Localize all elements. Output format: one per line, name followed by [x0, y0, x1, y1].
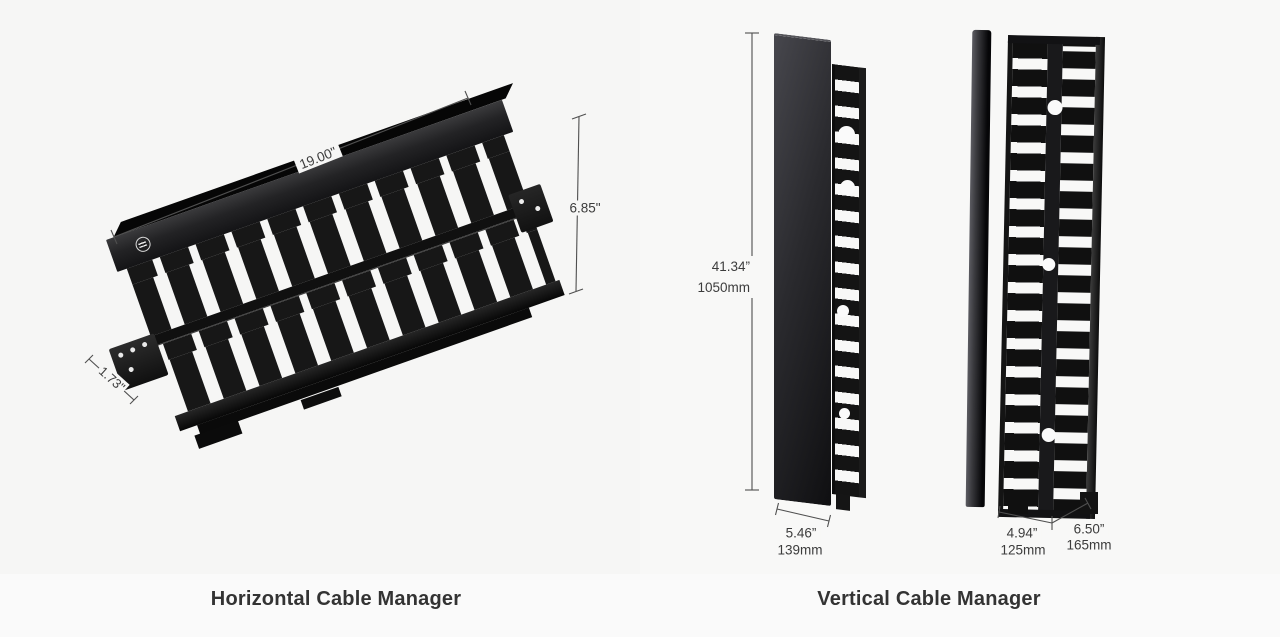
mounting-hole: [129, 346, 136, 354]
bottom-tab: [836, 493, 850, 511]
mounting-hole: [518, 198, 525, 205]
dim-label-duct-width-mm: 125mm: [996, 542, 1050, 558]
dim-label-depth-mm: 165mm: [1062, 537, 1116, 553]
mounting-hole: [117, 351, 124, 359]
mounting-hole: [141, 341, 148, 348]
dim-vertical-height-inches: 41.34”: [711, 259, 750, 274]
horizontal-cable-manager-image: [105, 83, 565, 449]
vertical-cable-manager-caption: Vertical Cable Manager: [817, 588, 1041, 610]
dim-label-height: 6.85": [565, 200, 605, 216]
fs-logo-icon: [133, 234, 153, 254]
dim-vertical-height-mm: 1050mm: [697, 280, 750, 295]
dim-label-depth-inches: 6.50”: [1069, 521, 1109, 537]
horizontal-cable-manager-caption: Horizontal Cable Manager: [210, 588, 462, 610]
dim-label-duct-width-inches: 4.94”: [1002, 525, 1042, 541]
cable-opening: [840, 180, 855, 195]
mounting-hole: [127, 366, 135, 373]
cable-opening: [837, 305, 849, 317]
cable-opening: [839, 408, 850, 419]
vertical-cover-front: [774, 33, 831, 506]
foot-block: [1008, 500, 1028, 514]
dim-label-vertical-height: 41.34” 1050mm: [656, 256, 754, 298]
open-finger-duct: [997, 35, 1106, 519]
caption-background: [0, 574, 1280, 637]
mounting-hole: [534, 205, 541, 212]
foot-block: [1080, 492, 1098, 514]
dim-label-cover-width-inches: 5.46”: [781, 525, 821, 541]
dim-label-cover-width-mm: 139mm: [773, 542, 827, 558]
cable-opening: [838, 126, 855, 143]
